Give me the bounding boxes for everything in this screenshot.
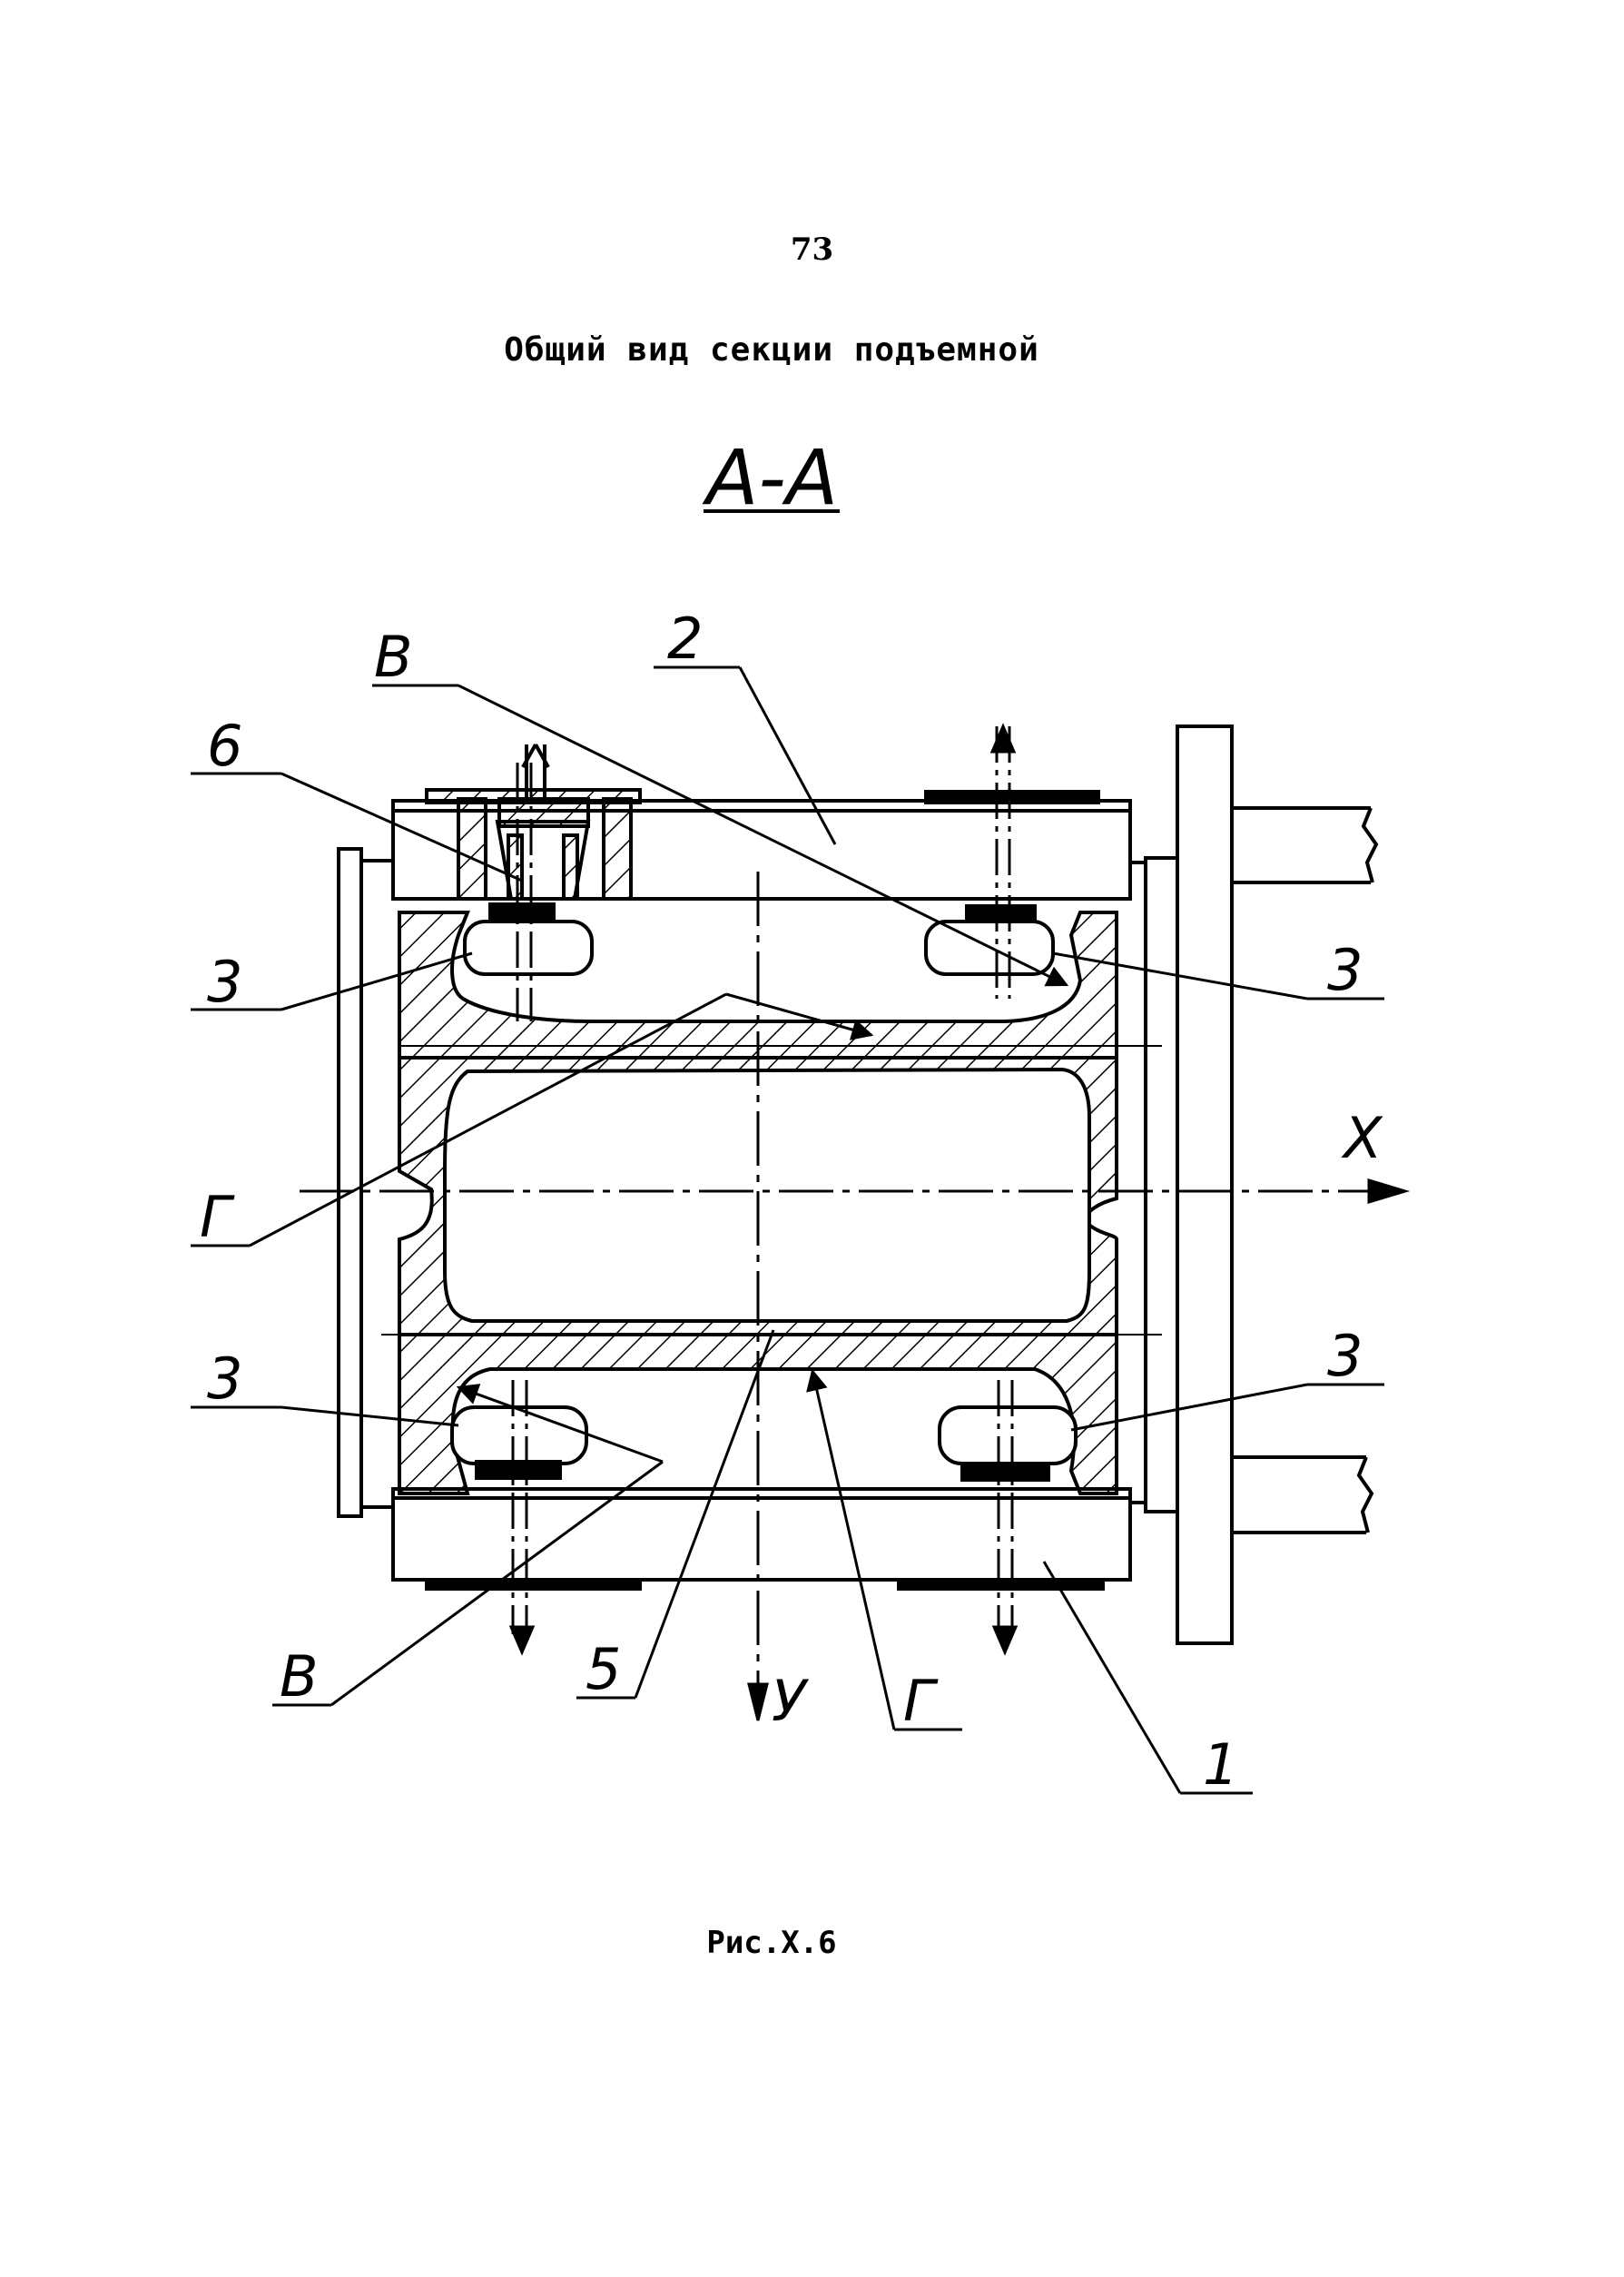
label-b-top: В xyxy=(374,624,413,690)
section-label: А-А xyxy=(702,433,838,522)
label-g-left: Г xyxy=(200,1184,235,1250)
label-x-axis: X xyxy=(1341,1105,1383,1171)
label-g-bottom: Г xyxy=(903,1668,939,1734)
label-3-top-left: 3 xyxy=(207,949,242,1015)
figure-caption: Рис.Х.6 xyxy=(706,1925,837,1961)
label-3-bottom-left: 3 xyxy=(207,1346,242,1412)
top-beam xyxy=(391,788,1132,901)
cylinder-detail xyxy=(457,744,633,901)
page-number: 73 xyxy=(790,232,834,268)
axes xyxy=(300,872,1411,1721)
leader-lines xyxy=(191,665,1384,1795)
label-6: 6 xyxy=(207,713,242,779)
page-title: Общий вид секции подъемной xyxy=(504,331,1039,369)
bottom-beam xyxy=(391,1487,1132,1591)
roller-axes xyxy=(508,723,1019,1656)
label-1: 1 xyxy=(1203,1731,1238,1798)
side-frame xyxy=(337,847,1179,1518)
label-2: 2 xyxy=(667,606,703,672)
label-3-bottom-right: 3 xyxy=(1327,1323,1363,1389)
label-y-axis: У xyxy=(772,1668,810,1734)
label-3-top-right: 3 xyxy=(1327,937,1363,1003)
right-wall xyxy=(1176,724,1379,1645)
label-5: 5 xyxy=(586,1636,621,1702)
label-b-bottom: В xyxy=(280,1643,319,1710)
